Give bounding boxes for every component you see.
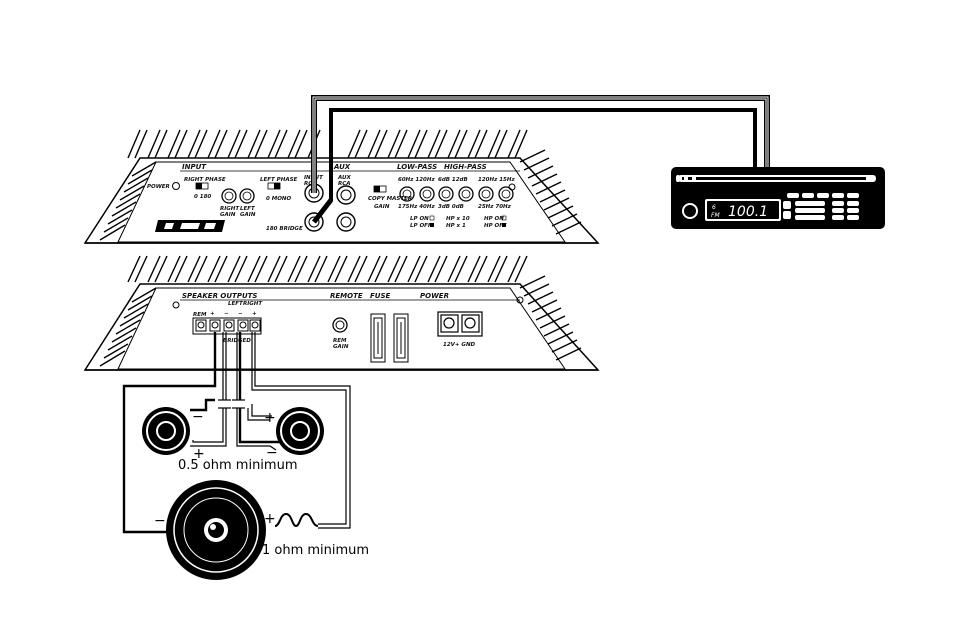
display-fm: FM	[711, 212, 720, 219]
top-amp-panel	[117, 161, 566, 243]
right-phase-label: RIGHT PHASE	[184, 177, 226, 183]
left-speaker-minus: −	[192, 409, 204, 425]
hp-boost-label: 6dB 12dB	[438, 177, 468, 183]
right-gain-knob[interactable]	[221, 188, 237, 204]
right-speaker-minus: −	[266, 445, 278, 461]
power-terminal-block[interactable]	[437, 311, 483, 337]
copy-master-gain-label: GAIN	[374, 204, 390, 210]
section-aux-label: AUX	[333, 163, 351, 171]
head-unit: 6 FM 100.1	[671, 167, 885, 229]
input-rca-bottom-jack[interactable]	[304, 212, 324, 232]
speaker-terminal-block	[192, 317, 262, 335]
display-band: 6	[712, 204, 716, 211]
hp-x1-label: HP x 1	[446, 223, 466, 229]
bottom-amp-panel	[117, 287, 566, 370]
subwoofer	[166, 480, 266, 580]
hp-off-label: HP OFF	[484, 223, 507, 229]
section-input-label: INPUT	[182, 163, 207, 171]
hp-freq-knob-2[interactable]	[498, 186, 514, 202]
speaker-outputs-label: SPEAKER OUTPUTS	[182, 292, 257, 300]
left-gain-knob[interactable]	[239, 188, 255, 204]
hp-freq-knob-1[interactable]	[478, 186, 494, 202]
fuse-label: FUSE	[370, 292, 391, 300]
terminal-minus-1: −	[224, 311, 229, 317]
rca-cables	[311, 95, 770, 224]
lp-freq-knob[interactable]	[399, 186, 415, 202]
top-amplifier: INPUT AUX LOW-PASS HIGH-PASS POWER RIGHT…	[83, 129, 600, 244]
speaker-pair-impedance-label: 0.5 ohm minimum	[178, 458, 298, 473]
aux-rca-top-jack[interactable]	[336, 185, 356, 205]
right-phase-values: 0 180	[194, 194, 211, 200]
bottom-amp-fins-upper	[127, 255, 528, 283]
bottom-amp-fins-right	[519, 275, 582, 361]
fuse-1	[370, 313, 386, 363]
right-speaker	[276, 407, 324, 455]
bottom-amp-screw-right	[516, 296, 524, 304]
hp-freq-label-2: 25Hz 70Hz	[478, 204, 512, 210]
subwoofer-impedance-label: 1 ohm minimum	[262, 543, 369, 558]
lp-off-label: LP OFF	[410, 223, 432, 229]
hp-x10-label: HP x 10	[446, 216, 470, 222]
power-section-label: POWER	[420, 292, 449, 300]
subwoofer-plus: +	[264, 511, 276, 527]
rem-terminal-label: REM	[193, 312, 207, 318]
terminal-minus-2: −	[238, 311, 243, 317]
power-terminals-label: 12V+ GND	[443, 342, 476, 348]
right-speaker-plus: +	[264, 410, 276, 426]
bottom-amp-screw-left	[172, 301, 180, 309]
speaker-wiring	[122, 332, 351, 534]
left-phase-values: 0 MONO	[266, 196, 291, 202]
hp-freq-label: 120Hz 15Hz	[478, 177, 515, 183]
terminal-plus-1: +	[210, 311, 215, 317]
hp-boost-knob-2[interactable]	[458, 186, 474, 202]
display-frequency: 100.1	[728, 204, 768, 220]
power-led	[172, 182, 180, 190]
top-amp-fins-left	[99, 161, 157, 241]
terminal-plus-2: +	[252, 311, 257, 317]
right-channel-label: RIGHT	[243, 301, 263, 307]
left-phase-label: LEFT PHASE	[260, 177, 298, 183]
power-led-label: POWER	[147, 184, 170, 190]
hp-boost-knob-1[interactable]	[438, 186, 454, 202]
left-speaker-plus: +	[193, 446, 205, 462]
aux-rca-bottom-jack[interactable]	[336, 212, 356, 232]
bottom-amplifier: SPEAKER OUTPUTS REMOTE FUSE POWER REM LE…	[83, 255, 600, 371]
lp-level-knob[interactable]	[419, 186, 435, 202]
head-unit-side-buttons[interactable]	[676, 175, 872, 182]
speaker-terminals[interactable]	[195, 319, 261, 332]
fuse-2	[393, 313, 409, 363]
bottom-amp-fins-left	[99, 287, 157, 367]
hp-boost-label-2: 3dB 0dB	[438, 204, 464, 210]
top-amp-fins-upper	[127, 129, 528, 159]
lp-freq-label: 60Hz 120Hz	[398, 177, 435, 183]
remote-gain-jack[interactable]	[332, 317, 348, 333]
section-low-pass-label: LOW-PASS	[397, 163, 437, 171]
head-unit-buttons[interactable]	[783, 193, 859, 220]
lp-freq-label-2: 175Hz 40Hz	[398, 204, 435, 210]
copy-master-label: COPY MASTER	[368, 196, 412, 202]
left-speaker	[142, 407, 190, 455]
top-amp-screw	[508, 183, 516, 191]
hp-on-label: HP ON	[484, 216, 504, 222]
left-channel-label: LEFT	[228, 301, 244, 307]
left-phase-extra: 180 BRIDGE	[266, 226, 303, 232]
subwoofer-minus: −	[154, 513, 166, 529]
section-high-pass-label: HIGH-PASS	[444, 163, 487, 171]
brand-logo	[155, 220, 225, 232]
remote-label: REMOTE	[330, 292, 363, 300]
lp-on-label: LP ON	[410, 216, 429, 222]
